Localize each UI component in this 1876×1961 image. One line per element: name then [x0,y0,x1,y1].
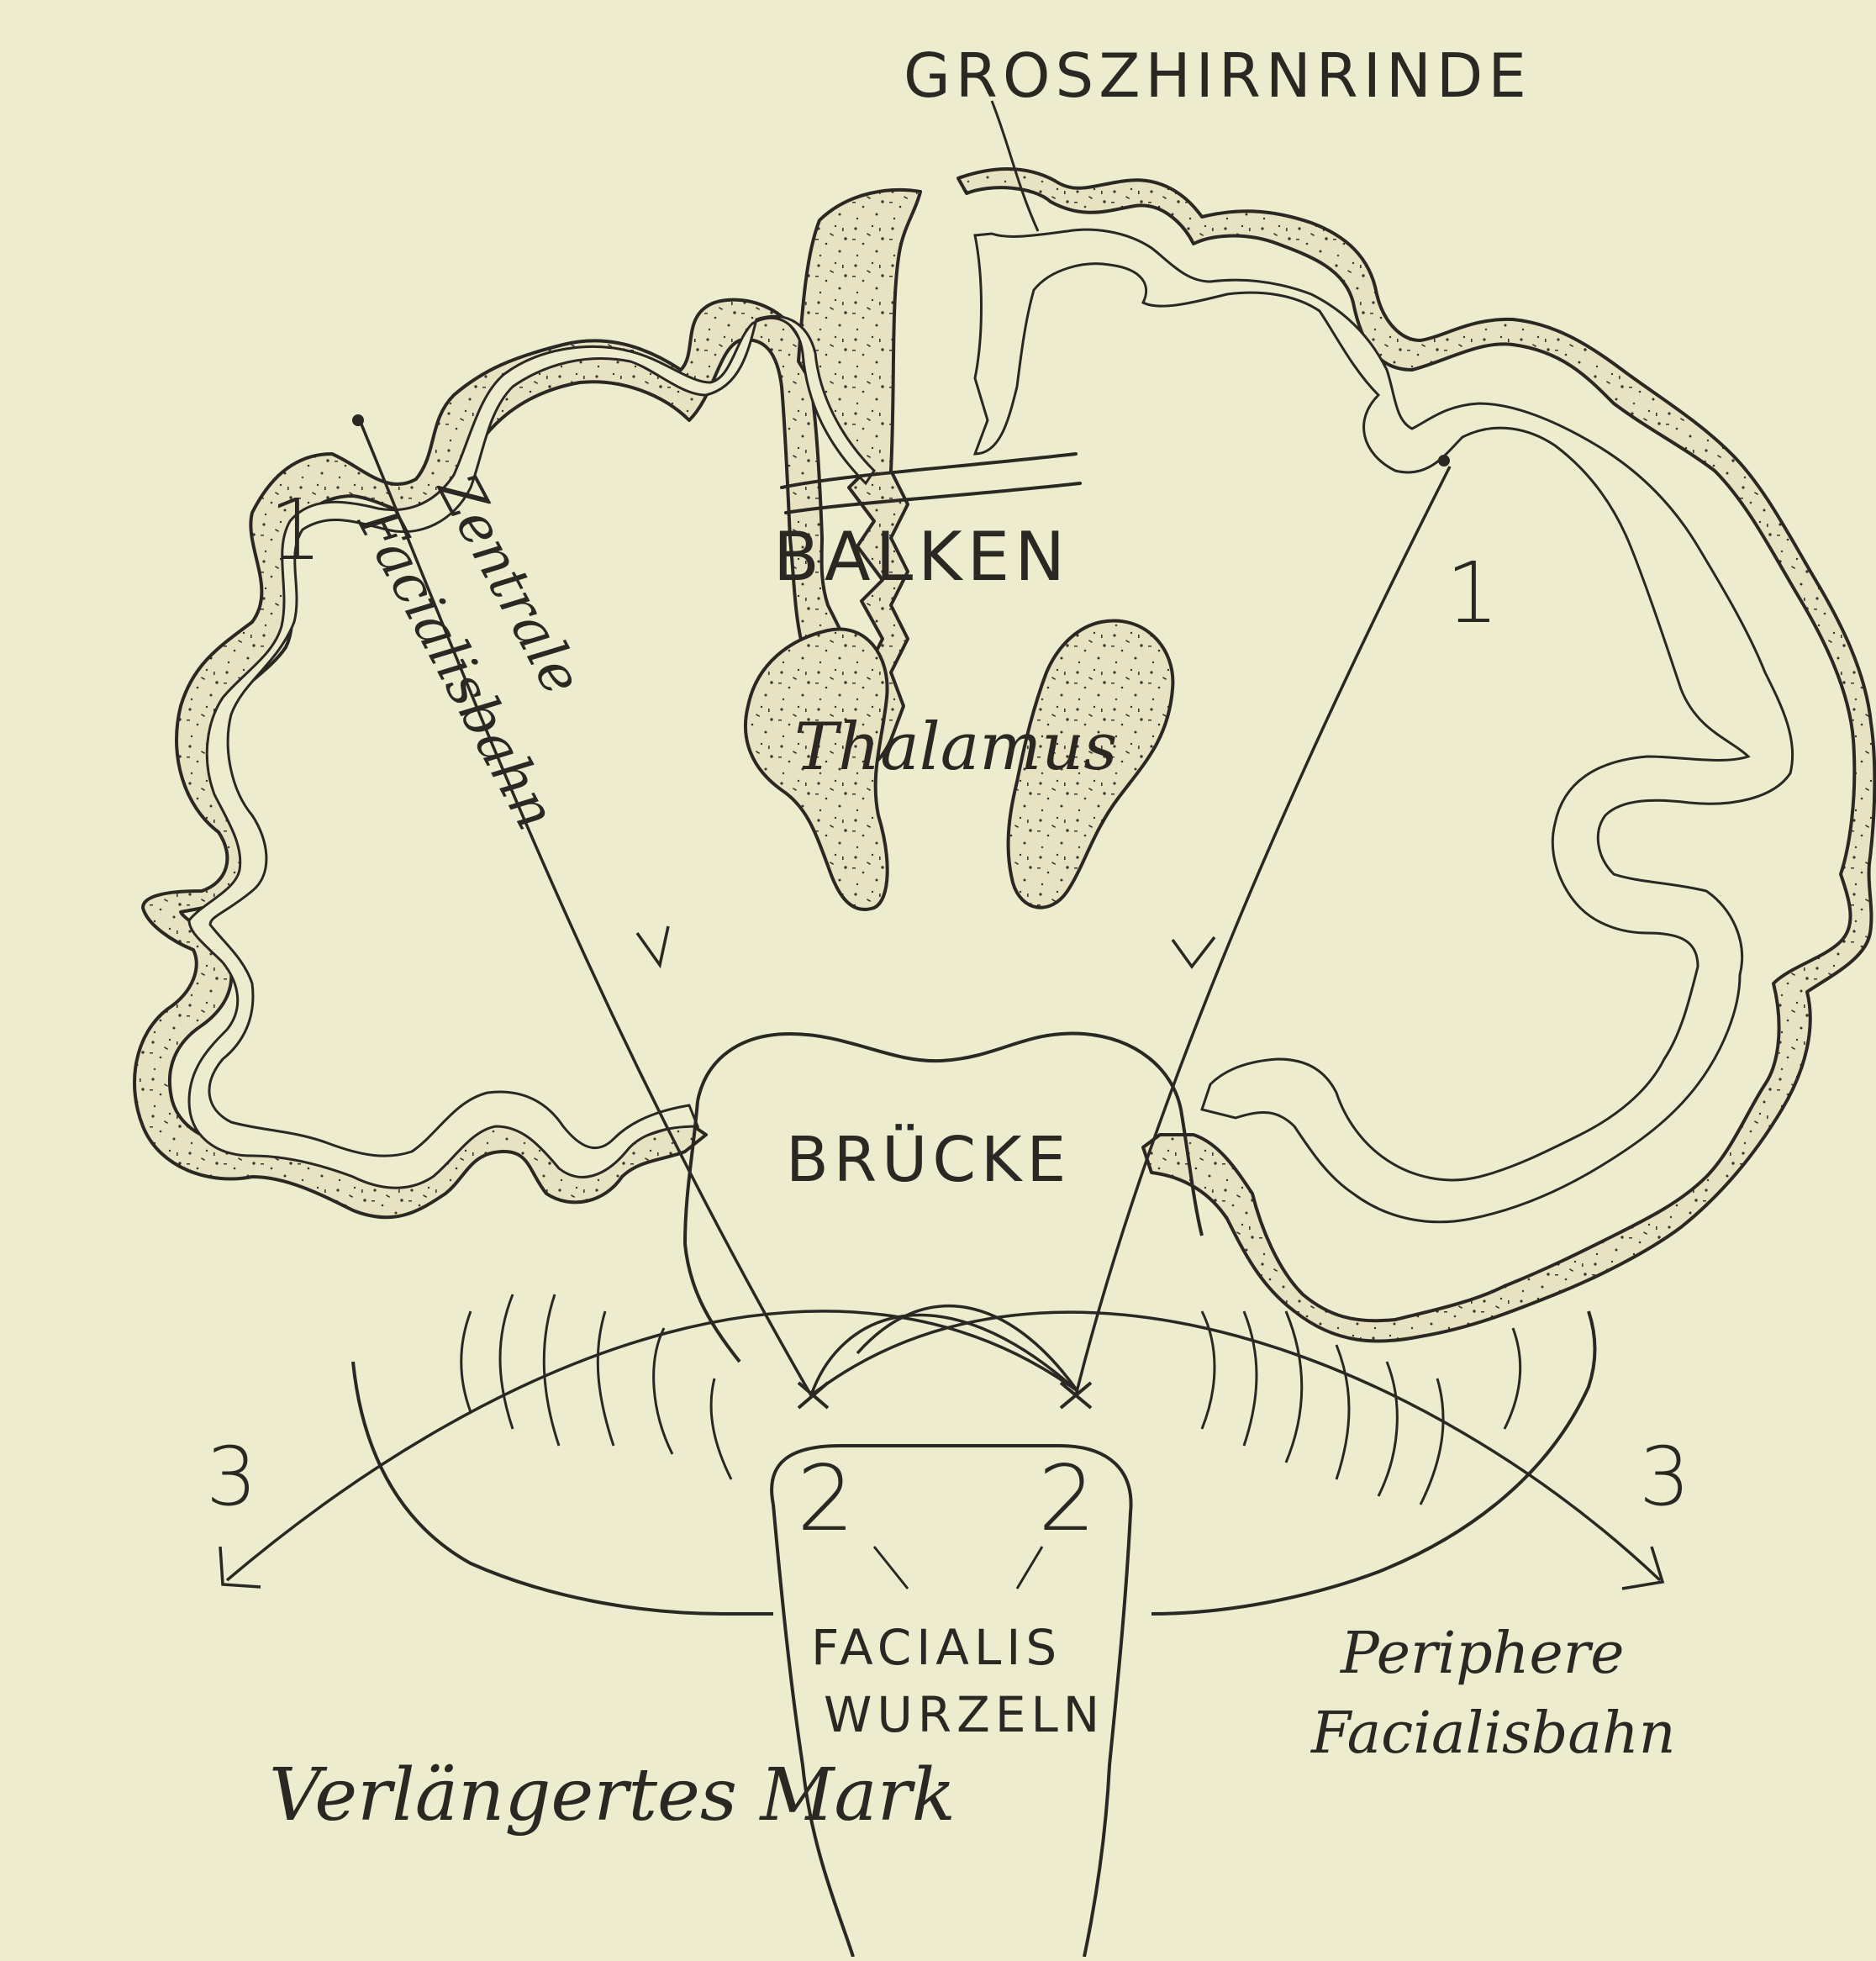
cortex-label: GROSZHIRNRINDE [904,40,1531,111]
pons-label: BRÜCKE [786,1123,1071,1196]
marker-left-cortex: 1 [269,481,323,579]
left-peripheral-arrowhead [220,1547,261,1587]
marker-left-nucleus: 2 [797,1447,855,1552]
peripheral-path-label-2: Facialisbahn [1310,1700,1676,1767]
left-cortex-neuron-dot [352,414,364,426]
marker-right-nucleus: 2 [1038,1447,1096,1552]
peripheral-facial-pathways [220,1311,1663,1589]
thalamus-label: Thalamus [794,709,1117,785]
pons-outline [685,1033,1202,1362]
cortex-leader-line [992,101,1038,231]
corpus-callosum [782,454,1080,513]
medulla-label: Verlängertes Mark [269,1753,956,1837]
right-cortex-neuron-dot [1438,455,1450,467]
corpus-callosum-label: BALKEN [773,518,1070,596]
marker-right-exit: 3 [1639,1430,1690,1524]
facialis-roots-label-2: WURZELN [824,1686,1104,1743]
right-tract-arrowhead [1172,937,1215,967]
facialis-roots-label-1: FACIALIS [811,1619,1062,1676]
left-tract-arrowhead [637,926,668,965]
peripheral-path-label-1: Periphere [1339,1621,1625,1687]
root-leader-lines [874,1547,1042,1589]
marker-left-exit: 3 [206,1430,257,1524]
marker-right-cortex: 1 [1446,544,1499,642]
medulla-outline [353,1311,1595,1614]
